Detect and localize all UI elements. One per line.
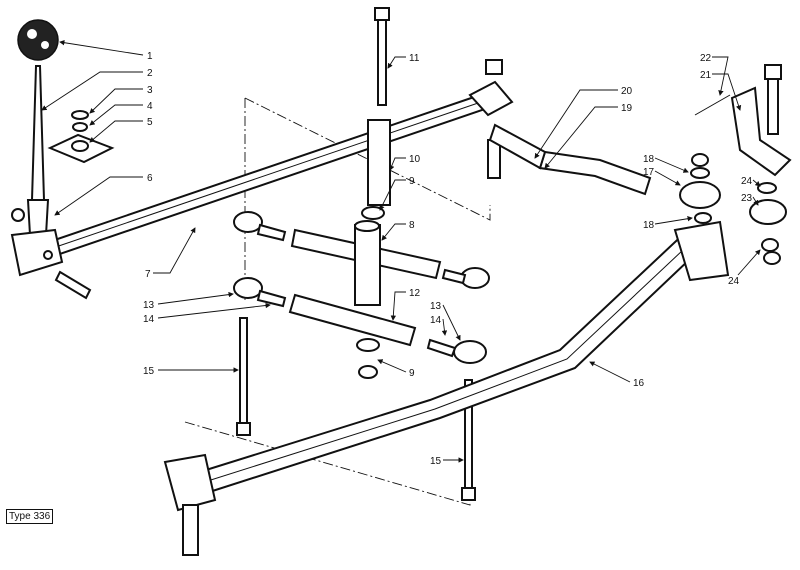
callout-7: 7 — [145, 269, 151, 280]
callout-24: 24 — [741, 176, 753, 187]
type-label: Type 336 — [6, 509, 54, 524]
callout-22: 22 — [700, 53, 712, 64]
callout-4: 4 — [147, 101, 153, 112]
nut — [358, 365, 378, 379]
callout-12: 12 — [409, 288, 421, 299]
callout-14: 14 — [430, 315, 442, 326]
callout-20: 20 — [621, 86, 633, 97]
bolt — [374, 7, 390, 106]
remote-tube — [488, 123, 721, 224]
callout-19: 19 — [621, 103, 633, 114]
callout-2: 2 — [147, 68, 153, 79]
callout-15: 15 — [430, 456, 442, 467]
cross-lever — [290, 220, 442, 306]
callout-6: 6 — [147, 173, 153, 184]
callout-8: 8 — [409, 220, 415, 231]
callout-9: 9 — [409, 176, 415, 187]
callout-14: 14 — [143, 314, 155, 325]
callout-10: 10 — [409, 154, 421, 165]
gear-knob — [17, 19, 59, 61]
callout-18: 18 — [643, 154, 655, 165]
callout-21: 21 — [700, 70, 712, 81]
callout-11: 11 — [409, 53, 420, 64]
gear-lever — [11, 65, 50, 236]
callout-13: 13 — [430, 301, 442, 312]
connecting-rod — [288, 293, 417, 347]
sleeve-tube — [367, 119, 391, 206]
bush — [361, 206, 385, 220]
ball-joints — [233, 211, 490, 364]
callout-9: 9 — [409, 368, 415, 379]
callout-23: 23 — [741, 193, 753, 204]
callout-13: 13 — [143, 300, 155, 311]
callout-24: 24 — [728, 276, 740, 287]
leader-lines — [41, 40, 761, 463]
callout-16: 16 — [633, 378, 645, 389]
callout-17: 17 — [643, 167, 655, 178]
callout-labels: 1 2 3 4 5 6 7 8 9 10 11 12 13 14 15 13 1… — [143, 51, 753, 467]
long-bolts — [236, 317, 476, 501]
bracket-assembly — [694, 64, 792, 265]
lever-mount-plate — [47, 110, 115, 164]
callout-3: 3 — [147, 85, 153, 96]
callout-5: 5 — [147, 117, 153, 128]
lower-selector-rod — [163, 220, 730, 556]
callout-18: 18 — [643, 220, 655, 231]
callout-1: 1 — [147, 51, 153, 62]
callout-15: 15 — [143, 366, 155, 377]
bush — [356, 338, 380, 352]
